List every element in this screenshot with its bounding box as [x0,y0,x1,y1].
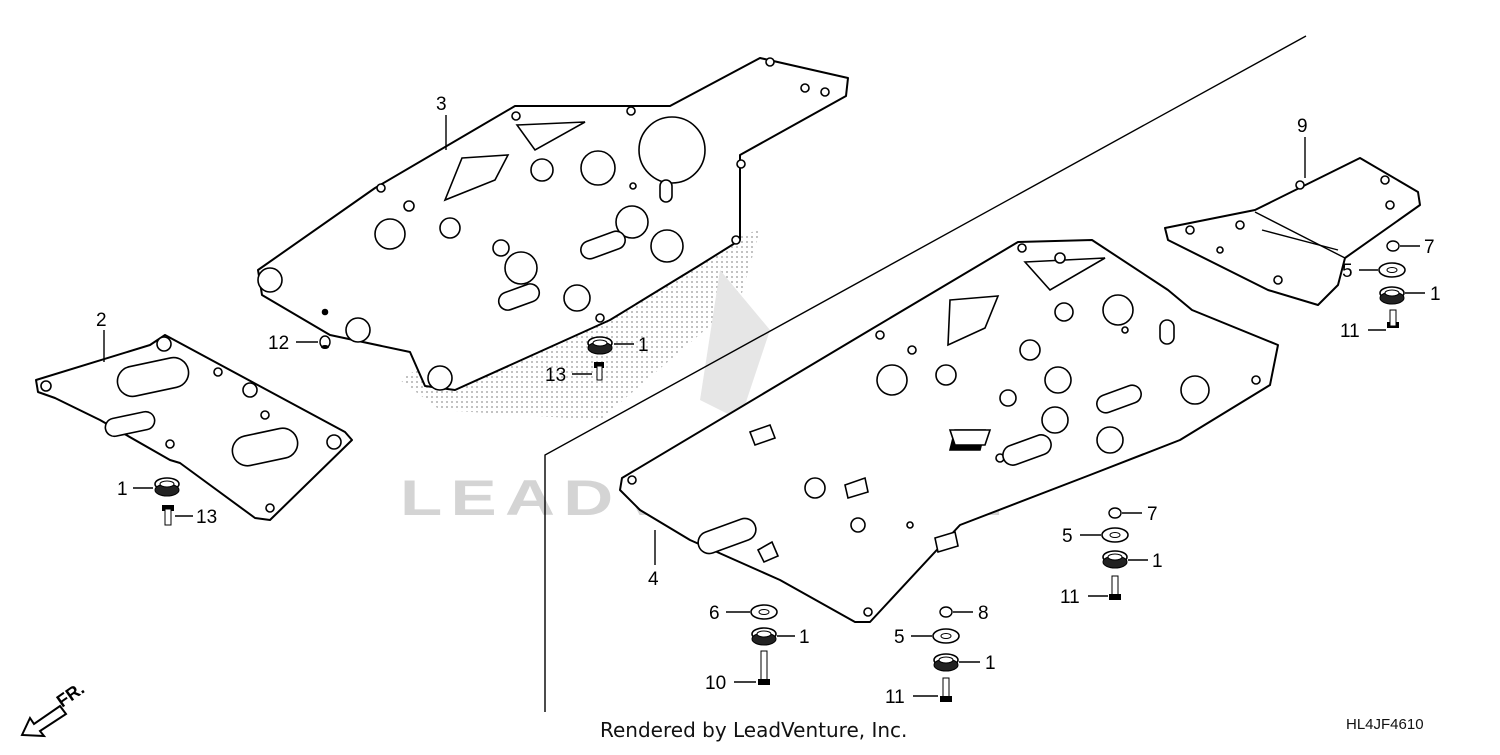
callout-3: 3 [436,94,447,115]
grommet-1-upper-right [1379,286,1405,305]
footer-credit: Rendered by LeadVenture, Inc. [600,718,908,742]
callout-13-left: 13 [196,507,217,528]
bolt-13-center [594,362,604,381]
callout-11-right: 11 [1060,587,1080,608]
callout-7-upper: 7 [1424,237,1435,258]
callout-12: 12 [268,333,289,354]
grommet-1-lower-right [933,653,959,672]
callout-13-center: 13 [545,365,566,386]
callout-9: 9 [1297,116,1308,137]
diagram-code: HL4JF4610 [1346,716,1424,733]
callout-1-upper-right: 1 [1430,284,1441,305]
grommet-1-center [587,336,613,355]
washer-5-right [1101,527,1129,543]
grommet-1-lower-left [751,627,777,646]
callout-6: 6 [709,603,720,624]
bolt-13-left [162,505,174,526]
callout-2: 2 [96,310,107,331]
front-arrow-icon [20,704,68,738]
leader-lines [103,115,1425,697]
grommet-1-right [1102,550,1128,569]
bolt-11-lower [940,677,952,702]
section-divider-line [544,35,1307,712]
callout-7-right: 7 [1147,504,1158,525]
callout-8: 8 [978,603,989,624]
callout-5-right: 5 [1062,526,1073,547]
bolt-11-upper [1387,309,1399,328]
nut-8 [939,606,953,618]
washer-5-lower [932,628,960,644]
front-direction-indicator: FR. [20,678,88,738]
nut-12 [319,335,331,349]
callout-1-center: 1 [638,335,649,356]
nut-7-upper [1386,240,1400,252]
callout-5-upper: 5 [1342,261,1353,282]
nut-7-right [1108,507,1122,519]
callout-10: 10 [705,673,726,694]
bracket-part-9 [1164,157,1421,306]
skid-plate-part-2 [35,334,353,521]
callout-11-upper: 11 [1340,321,1360,342]
skid-plate-part-4 [619,239,1279,623]
callout-4: 4 [648,569,659,590]
hardware [154,240,1406,702]
bolt-10 [758,650,770,685]
callout-1-lower-right: 1 [985,653,996,674]
callout-labels: 3 2 9 4 12 1 13 1 13 7 5 1 11 7 5 1 11 6… [96,94,1441,708]
callout-5-lower: 5 [894,627,905,648]
callout-1-left: 1 [117,479,128,500]
callout-11-lower: 11 [885,687,905,708]
callout-1-right: 1 [1152,551,1163,572]
callout-1-lower-left: 1 [799,627,810,648]
washer-6 [750,604,778,620]
washer-5-upper [1378,262,1406,278]
skid-plate-part-3 [257,57,849,391]
bolt-11-right [1109,575,1121,600]
grommet-1-left [154,477,180,497]
